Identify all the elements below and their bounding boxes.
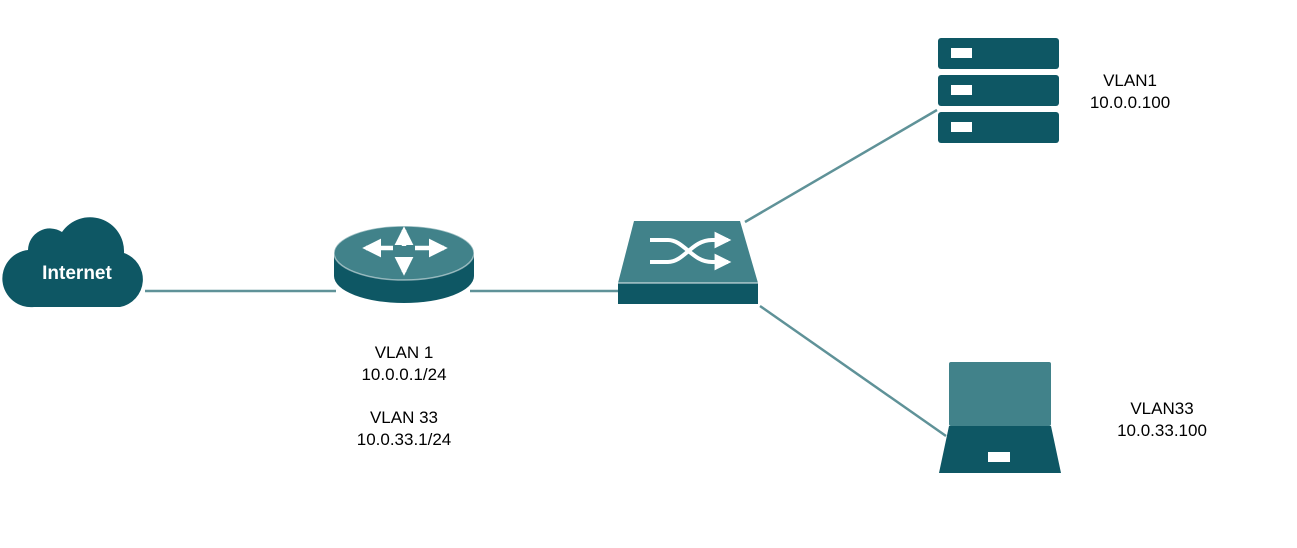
laptop-vlan: VLAN33 bbox=[1130, 399, 1194, 418]
switch-icon[interactable] bbox=[618, 221, 758, 304]
cloud-icon[interactable]: Internet bbox=[2, 217, 143, 308]
router-interface-vlan1: VLAN 1 10.0.0.1/24 bbox=[334, 342, 474, 386]
router-vlan33-name: VLAN 33 bbox=[369, 408, 439, 427]
router-vlan1-ip: 10.0.0.1/24 bbox=[361, 365, 447, 384]
laptop-ip: 10.0.33.100 bbox=[1117, 421, 1207, 440]
server-icon[interactable] bbox=[938, 38, 1059, 143]
server-ip: 10.0.0.100 bbox=[1089, 93, 1171, 112]
router-interface-vlan33: VLAN 33 10.0.33.1/24 bbox=[334, 407, 474, 451]
router-icon[interactable] bbox=[333, 225, 475, 303]
link-switch-laptop bbox=[759, 304, 947, 438]
laptop-address-label: VLAN33 10.0.33.100 bbox=[1102, 398, 1222, 442]
laptop-icon[interactable] bbox=[939, 362, 1061, 473]
server-vlan: VLAN1 bbox=[1103, 71, 1157, 90]
server-address-label: VLAN1 10.0.0.100 bbox=[1070, 70, 1190, 114]
link-switch-server bbox=[744, 108, 938, 224]
internet-label: Internet bbox=[42, 263, 112, 284]
router-vlan33-ip: 10.0.33.1/24 bbox=[356, 430, 452, 449]
router-vlan1-name: VLAN 1 bbox=[374, 343, 434, 362]
